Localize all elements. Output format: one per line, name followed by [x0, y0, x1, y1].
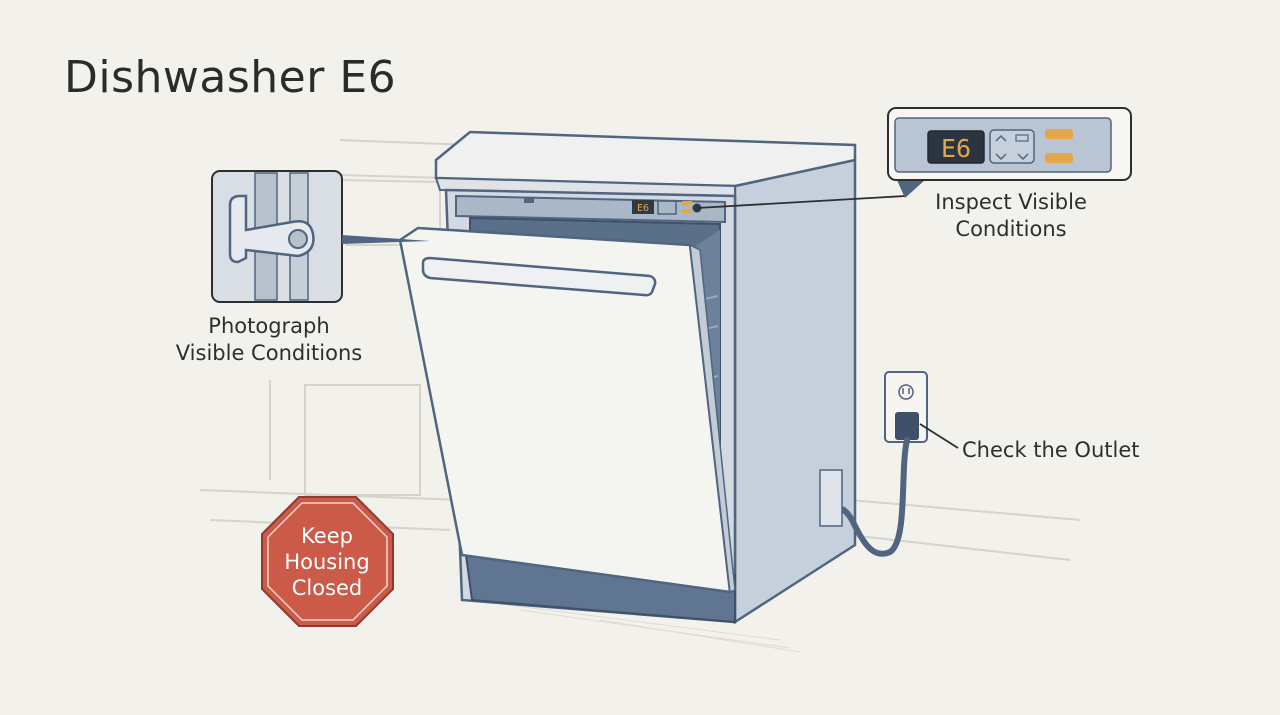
leader-lines — [342, 180, 959, 449]
outlet-callout-label: Check the Outlet — [962, 438, 1140, 462]
door-handle — [421, 256, 657, 297]
hinge-leader — [342, 235, 430, 244]
page-title: Dishwasher E6 — [64, 52, 397, 103]
inspect-callout-line1: Inspect Visible — [935, 190, 1087, 214]
error-code-display: E6 — [941, 134, 971, 163]
dishwasher: E6 — [398, 130, 928, 625]
indicator-light-bottom — [1045, 153, 1073, 163]
stop-sign-line3: Closed — [292, 576, 363, 600]
stop-sign-line1: Keep — [301, 524, 353, 548]
power-cord — [833, 437, 910, 557]
photograph-callout-line1: Photograph — [208, 314, 330, 338]
outlet-callout: Check the Outlet — [962, 437, 1139, 464]
arrow-buttons-icon — [989, 129, 1035, 164]
inspect-callout: Inspect Visible Conditions — [916, 189, 1106, 243]
mini-display — [632, 200, 654, 214]
stop-sign-icon: Keep Housing Closed — [261, 496, 394, 627]
stop-sign-line2: Housing — [284, 550, 369, 574]
hinge-inset — [211, 170, 343, 303]
power-plug-icon — [895, 412, 919, 440]
inspect-callout-line2: Conditions — [955, 217, 1067, 241]
dishwasher-side-panel — [733, 158, 857, 625]
control-panel-inset: E6 — [887, 107, 1132, 181]
inspect-leader — [696, 195, 906, 209]
photograph-callout-line2: Visible Conditions — [175, 341, 363, 365]
mini-display-code: E6 — [637, 203, 649, 214]
floor-shading — [469, 599, 801, 653]
indicator-light-top — [1045, 129, 1073, 139]
outlet-leader — [919, 423, 959, 449]
photograph-callout: Photograph Visible Conditions — [160, 313, 378, 367]
error-display — [927, 130, 985, 164]
background-cabinets — [199, 139, 1081, 561]
